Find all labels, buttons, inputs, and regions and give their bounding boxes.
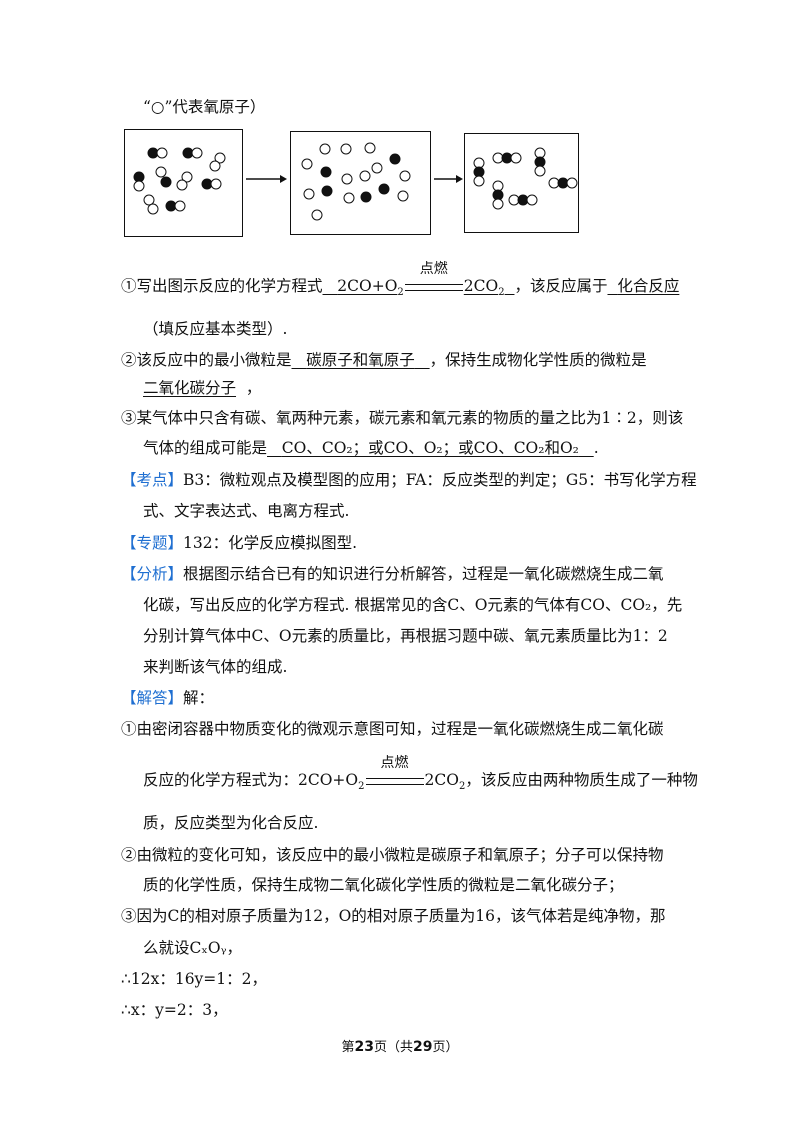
q2-answer1: 碳原子和氧原子	[306, 351, 415, 369]
jieda-p1-right: 2CO	[424, 771, 459, 789]
arrow-icon	[246, 175, 287, 183]
q1-mid: ，该反应属于	[514, 277, 608, 295]
q2-mid: ，保持生成物化学性质的微粒是	[429, 351, 647, 369]
kaodian-line2: 式、文字表达式、电离方程式.	[143, 502, 350, 520]
reactant-molecules	[133, 147, 226, 215]
kaodian-tag: 【考点】	[121, 471, 184, 489]
jieda-eq-sign: 点燃	[365, 755, 425, 790]
q1-line2: （填反应基本类型）.	[143, 320, 288, 338]
footer-mid: 页（共	[373, 1040, 413, 1055]
zhuanti-line: 【专题】132：化学反应模拟图型.	[121, 533, 357, 553]
jieda-p1-line1: ①由密闭容器中物质变化的微观示意图可知，过程是一氧化碳燃烧生成二氧化碳	[121, 720, 664, 738]
product-molecules	[473, 147, 578, 210]
jieda-p3-line1: ③因为C的相对原子质量为12，O的相对原子质量为16，该气体若是纯净物，那	[121, 907, 666, 925]
arrow-icon-2	[434, 175, 463, 183]
footer-page-number: 23	[354, 1039, 374, 1055]
legend-text: “○”代表氧原子）	[143, 98, 266, 116]
jieda-header: 【解答】解：	[121, 688, 214, 708]
q1-answer: 化合反应	[617, 277, 680, 295]
jieda-p2-line1: ②由微粒的变化可知，该反应中的最小微粒是碳原子和氧原子；分子可以保持物	[121, 846, 664, 864]
q1-eq-sign: 点燃	[404, 261, 464, 296]
fenxi-line4: 来判断该气体的组成.	[143, 658, 288, 676]
fenxi-text1: 根据图示结合已有的知识进行分析解答，过程是一氧化碳燃烧生成二氧	[183, 565, 664, 583]
q1-eq-right-sub: 2	[498, 287, 505, 299]
q1-answer-wrap: 化合反应	[607, 277, 679, 295]
jieda-tag: 【解答】	[121, 689, 184, 707]
q1-eq-right: 2CO	[463, 277, 499, 295]
jieda-p1-line3: 质，反应类型为化合反应.	[143, 814, 319, 832]
jieda-p1-sub: 2	[358, 781, 365, 793]
fenxi-line1: 【分析】根据图示结合已有的知识进行分析解答，过程是一氧化碳燃烧生成二氧	[121, 564, 664, 584]
q3-answer-wrap: CO、CO₂；或CO、O₂；或CO、CO₂和O₂	[267, 439, 594, 457]
zhuanti-tag: 【专题】	[121, 534, 184, 552]
footer-post: 页）	[432, 1040, 459, 1055]
fenxi-line2: 化碳，写出反应的化学方程式. 根据常见的含C、O元素的气体有CO、CO₂，先	[143, 596, 683, 614]
q1-prefix: ①写出图示反应的化学方程式	[121, 277, 323, 295]
footer-pre: 第	[341, 1040, 355, 1055]
zhuanti-text: 132：化学反应模拟图型.	[183, 534, 358, 552]
q3-line1: ③某气体中只含有碳、氧两种元素，碳元素和氧元素的物质的量之比为1∶2，则该	[121, 409, 684, 427]
product-box	[464, 133, 579, 233]
jieda-text: 解：	[183, 689, 215, 707]
q2-end: ，	[245, 379, 262, 397]
question-2: ②该反应中的最小微粒是 碳原子和氧原子 ，保持生成物化学性质的微粒是	[121, 350, 647, 370]
jieda-p1-end: ，该反应由两种物质生成了一种物	[465, 771, 698, 789]
footer-total-pages: 29	[413, 1039, 433, 1055]
kaodian-line1: 【考点】B3：微粒观点及模型图的应用；FA：反应类型的判定；G5：书写化学方程	[121, 470, 697, 490]
jieda-eq-cond: 点燃	[380, 755, 409, 771]
q2-prefix: ②该反应中的最小微粒是	[121, 351, 292, 369]
kaodian-text1: B3：微粒观点及模型图的应用；FA：反应类型的判定；G5：书写化学方程	[183, 471, 697, 489]
reactant-box	[124, 129, 243, 237]
jieda-p2-line2: 质的化学性质，保持生成物二氧化碳化学性质的微粒是二氧化碳分子；	[143, 876, 624, 894]
jieda-p3-line2: 么就设CₓOᵧ，	[143, 939, 242, 957]
fenxi-line3: 分别计算气体中C、O元素的质量比，再根据习题中碳、氧元素质量比为1：2	[143, 627, 668, 645]
q1-eq-left: 2CO+O	[337, 277, 398, 295]
jieda-p3-line4: ∴x：y=2：3，	[121, 1001, 228, 1019]
q3-answer: CO、CO₂；或CO、O₂；或CO、CO₂和O₂	[281, 439, 579, 457]
mixture-box	[290, 131, 431, 235]
q2-answer2: 二氧化碳分子	[143, 379, 237, 397]
q3-end: .	[593, 439, 599, 457]
q2-answer1-wrap: 碳原子和氧原子	[292, 351, 430, 369]
q1-eq-cond: 点燃	[419, 261, 448, 277]
page-footer: 第23页（共29页）	[0, 1036, 800, 1055]
q3-prefix: 气体的组成可能是	[143, 439, 268, 457]
jieda-p1-right-sub: 2	[458, 781, 466, 793]
fenxi-tag: 【分析】	[121, 565, 184, 583]
jieda-p3-line3: ∴12x：16y=1：2，	[121, 970, 268, 988]
jieda-p1-prefix: 反应的化学方程式为：2CO+O	[143, 771, 359, 789]
mixture-molecules	[301, 142, 411, 221]
q1-eq-sub: 2	[397, 287, 404, 299]
q2-line2: 二氧化碳分子 ，	[143, 378, 261, 398]
q3-line2: 气体的组成可能是 CO、CO₂；或CO、O₂；或CO、CO₂和O₂ .	[143, 438, 599, 458]
